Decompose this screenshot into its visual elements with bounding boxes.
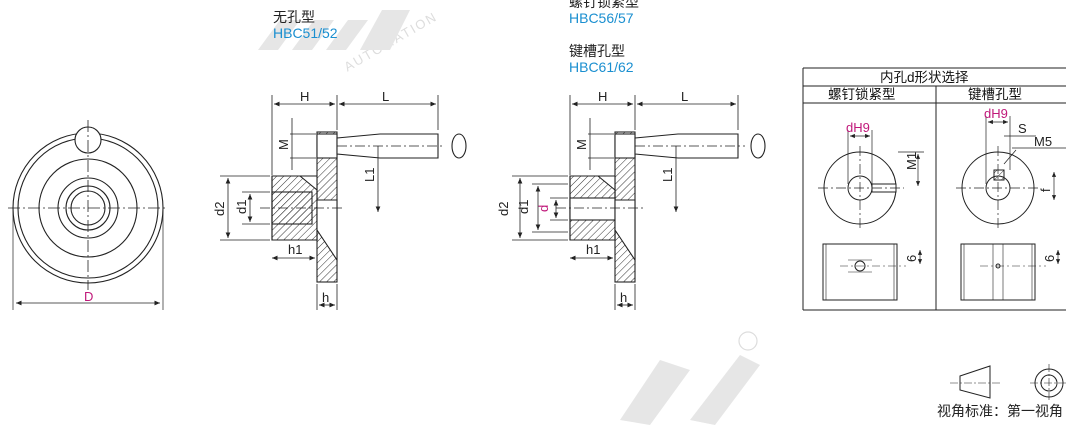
dim-f: f [1038, 188, 1053, 192]
logo-watermark [258, 10, 760, 425]
dim-6-key: 6 [1042, 255, 1057, 262]
label-plain-code: HBC51/52 [273, 25, 338, 41]
dim-L1-bored: L1 [660, 168, 675, 182]
dim-D: D [84, 289, 93, 304]
key-bore-view [956, 116, 1066, 301]
label-key-name: 键槽孔型 [569, 43, 625, 59]
screw-bore-view [818, 130, 924, 301]
dim-d2-bored: d2 [496, 202, 511, 216]
dim-M-bored: M [574, 139, 589, 150]
label-screw-code: HBC56/57 [569, 10, 634, 26]
section-view-bored [512, 95, 766, 310]
bore-selection-table [802, 67, 1066, 311]
dim-h-bored: h [620, 290, 627, 305]
dim-M1: M1 [904, 152, 919, 170]
projection-label: 视角标准：第一视角 [937, 403, 1063, 419]
registered-mark [738, 331, 758, 351]
table-col-key: 键槽孔型 [968, 87, 1022, 102]
dim-h1-bored: h1 [586, 242, 600, 257]
dim-H-bored: H [598, 89, 607, 104]
dim-d2-plain: d2 [212, 202, 227, 216]
dim-dH9-key: dH9 [984, 106, 1008, 121]
dim-h1-plain: h1 [288, 242, 302, 257]
label-screw-name: 螺钉锁紧型 [569, 0, 639, 10]
dim-L1-plain: L1 [362, 168, 377, 182]
dim-H-plain: H [300, 89, 309, 104]
dim-d1-bored: d1 [516, 200, 531, 214]
dim-6-screw: 6 [904, 255, 919, 262]
section-view-plain [220, 95, 467, 310]
dim-h-plain: h [322, 290, 329, 305]
dim-M-plain: M [276, 139, 291, 150]
dim-L-plain: L [382, 89, 389, 104]
projection-symbol [950, 364, 1066, 402]
label-key-code: HBC61/62 [569, 59, 634, 75]
dim-d-bored: d [536, 205, 551, 212]
label-plain-name: 无孔型 [273, 9, 315, 25]
dim-dH9-screw: dH9 [846, 120, 870, 135]
dim-d1-plain: d1 [234, 200, 249, 214]
dim-s: S [1018, 121, 1027, 136]
table-title: 内孔d形状选择 [880, 70, 969, 85]
table-col-screw: 螺钉锁紧型 [828, 87, 896, 102]
dim-M5: M5 [1034, 134, 1052, 149]
front-view [8, 120, 168, 310]
dim-L-bored: L [681, 89, 688, 104]
